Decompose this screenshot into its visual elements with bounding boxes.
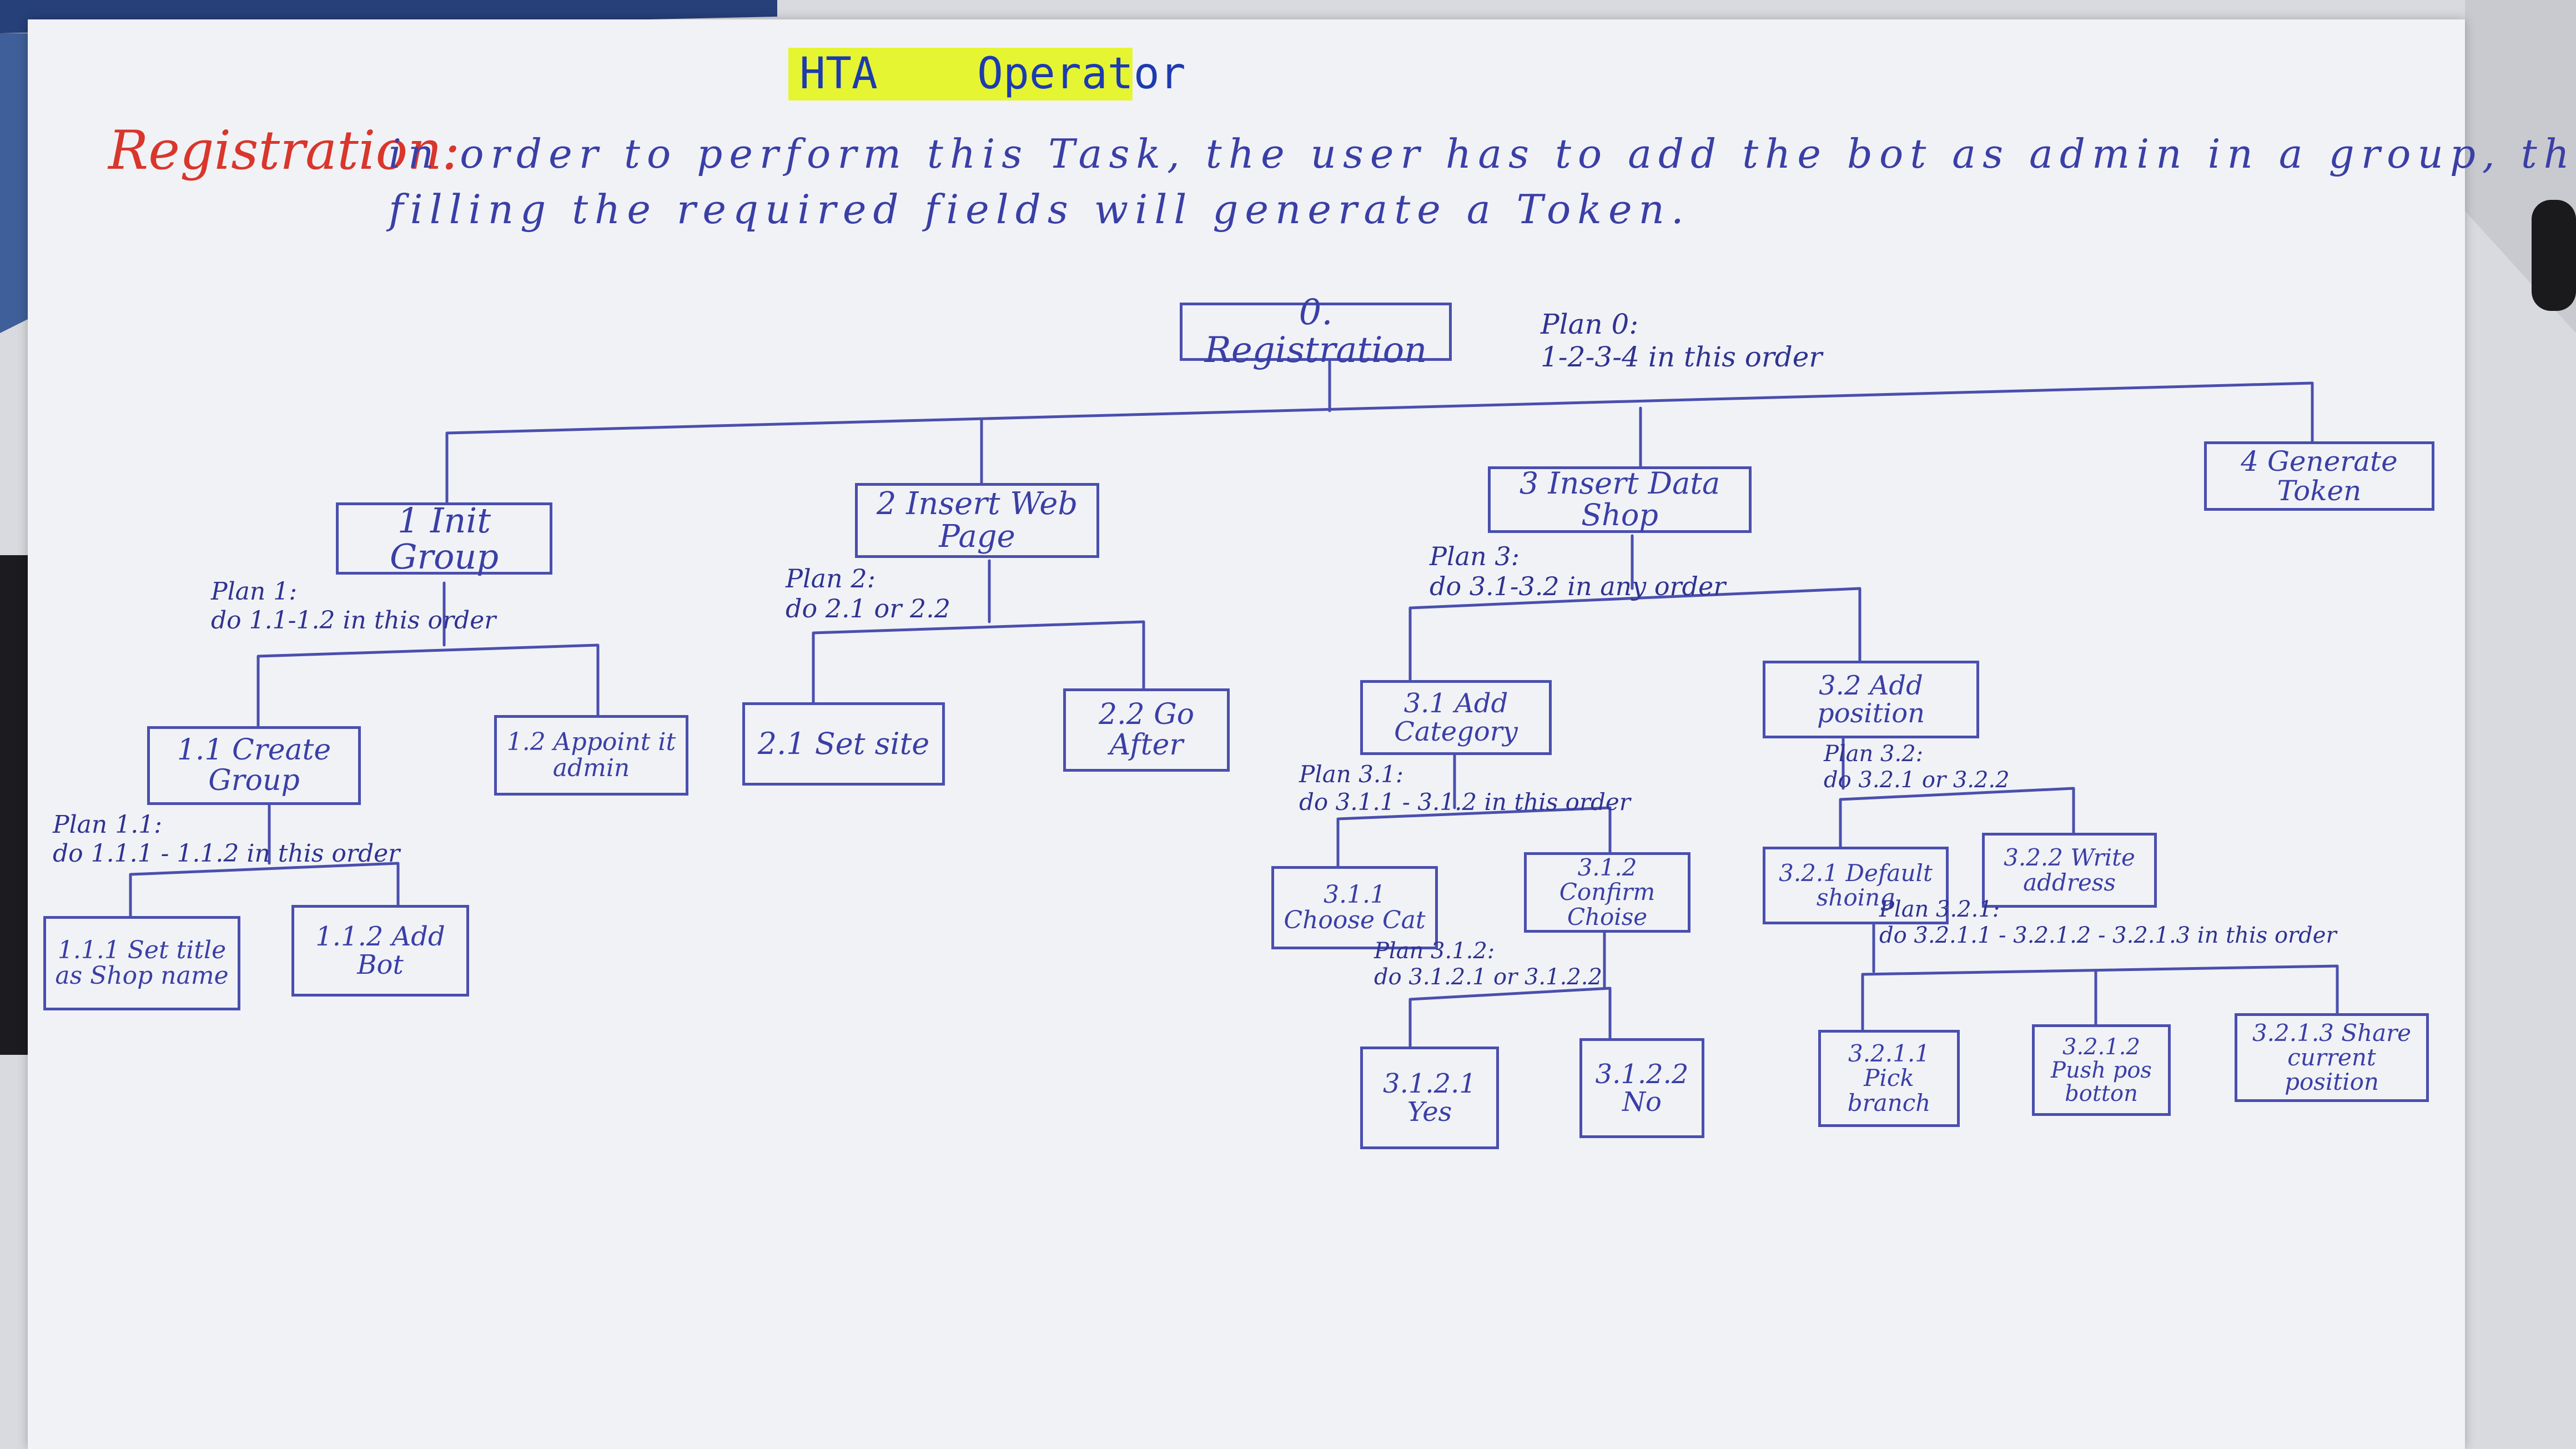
node-1-1-create-group: 1.1 Create Group (147, 726, 361, 805)
plan-1-1-title: Plan 1.1: (53, 811, 163, 839)
node-3-1-1-choose-cat: 3.1.1 Choose Cat (1271, 866, 1438, 949)
node-3-insert-data-shop: 3 Insert Data Shop (1488, 466, 1752, 533)
node-1-init-group: 1 Init Group (336, 502, 552, 575)
plan-3-2: Plan 3.2: do 3.2.1 or 3.2.2 (1824, 741, 2010, 793)
connector-n3_2_1-children (1861, 923, 2339, 1032)
intro-line-1: in order to perform this Task, the user … (389, 130, 2576, 177)
plan-3-1-2: Plan 3.1.2: do 3.1.2.1 or 3.1.2.2 (1374, 938, 1602, 990)
connector-n3_1_2-children (1408, 931, 1612, 1048)
node-3-2-add-position: 3.2 Add position (1763, 661, 1979, 738)
title-hta: HTA (799, 49, 878, 99)
intro-line-2: filling the required fields will generat… (389, 186, 1690, 233)
plan-3-1-2-title: Plan 3.1.2: (1374, 938, 1495, 964)
connector-n3_1-children (1336, 753, 1612, 868)
node-1-1-1-set-title: 1.1.1 Set title as Shop name (43, 916, 240, 1010)
node-3-2-1-1-pick-branch: 3.2.1.1 Pick branch (1818, 1030, 1960, 1127)
plan-3-1: Plan 3.1: do 3.1.1 - 3.1.2 in this order (1299, 761, 1631, 816)
connector-n2-children (812, 559, 1145, 704)
node-3-2-1-3-share-current-position: 3.2.1.3 Share current position (2235, 1013, 2429, 1102)
node-3-2-1-2-push-pos-botton: 3.2.1.2 Push pos botton (2032, 1024, 2171, 1116)
diagram-title: HTA Operator (788, 43, 1186, 104)
connector-n0-children (445, 359, 2314, 504)
plan-2: Plan 2: do 2.1 or 2.2 (786, 564, 950, 624)
connector-n3-children (1408, 534, 1861, 682)
node-3-2-2-write-address: 3.2.2 Write address (1982, 833, 2157, 908)
node-1-2-appoint-it-admin: 1.2 Appoint it admin (494, 715, 688, 796)
plan-3-2-title: Plan 3.2: (1824, 741, 1924, 767)
node-3-2-1-default-shoing: 3.2.1 Default shoing (1763, 847, 1949, 924)
node-3-1-2-1-yes: 3.1.2.1 Yes (1360, 1046, 1499, 1149)
plan-3-2-1: Plan 3.2.1: do 3.2.1.1 - 3.2.1.2 - 3.2.1… (1879, 897, 2337, 949)
plan-3-text: do 3.1-3.2 in any order (1430, 571, 1726, 602)
plan-1: Plan 1: do 1.1-1.2 in this order (211, 577, 496, 635)
paper-sheet (28, 19, 2465, 1449)
intro-label: Registration: (108, 119, 460, 182)
node-2-2-go-after: 2.2 Go After (1063, 688, 1230, 772)
node-2-1-set-site: 2.1 Set site (742, 702, 945, 786)
plan-3-2-text: do 3.2.1 or 3.2.2 (1824, 767, 2010, 793)
connector-n3_2-children (1839, 737, 2075, 848)
plan-0-text: 1-2-3-4 in this order (1541, 341, 1823, 373)
plan-0-title: Plan 0: (1541, 308, 1639, 340)
plan-3-1-title: Plan 3.1: (1299, 761, 1404, 788)
node-1-1-2-add-bot: 1.1.2 Add Bot (291, 905, 469, 997)
node-4-generate-token: 4 Generate Token (2204, 441, 2434, 511)
plan-3: Plan 3: do 3.1-3.2 in any order (1430, 541, 1725, 602)
plan-1-1: Plan 1.1: do 1.1.1 - 1.1.2 in this order (53, 811, 400, 868)
title-highlight (788, 48, 1133, 100)
plan-3-2-1-title: Plan 3.2.1: (1879, 897, 2000, 922)
plan-0: Plan 0: 1-2-3-4 in this order (1541, 308, 1822, 374)
plan-3-1-text: do 3.1.1 - 3.1.2 in this order (1299, 788, 1631, 816)
plan-3-1-2-text: do 3.1.2.1 or 3.1.2.2 (1374, 964, 1602, 990)
node-3-1-2-confirm-choise: 3.1.2 Confirm Choise (1524, 852, 1690, 933)
node-0-registration: 0. Registration (1180, 294, 1452, 369)
plan-1-title: Plan 1: (211, 577, 298, 606)
node-2-insert-web-page: 2 Insert Web Page (855, 483, 1099, 558)
plan-3-2-1-text: do 3.2.1.1 - 3.2.1.2 - 3.2.1.3 in this o… (1879, 923, 2337, 949)
plan-2-title: Plan 2: (786, 564, 876, 593)
node-3-1-2-2-no: 3.1.2.2 No (1579, 1038, 1704, 1138)
plan-1-1-text: do 1.1.1 - 1.1.2 in this order (53, 839, 400, 868)
node-3-1-add-category: 3.1 Add Category (1360, 680, 1552, 755)
title-operator: Operator (977, 49, 1186, 99)
plan-2-text: do 2.1 or 2.2 (786, 593, 951, 624)
plan-3-title: Plan 3: (1430, 541, 1520, 571)
connector-n1-children (256, 581, 600, 728)
connector-n1_1-children (129, 803, 400, 918)
plan-1-text: do 1.1-1.2 in this order (211, 606, 496, 635)
